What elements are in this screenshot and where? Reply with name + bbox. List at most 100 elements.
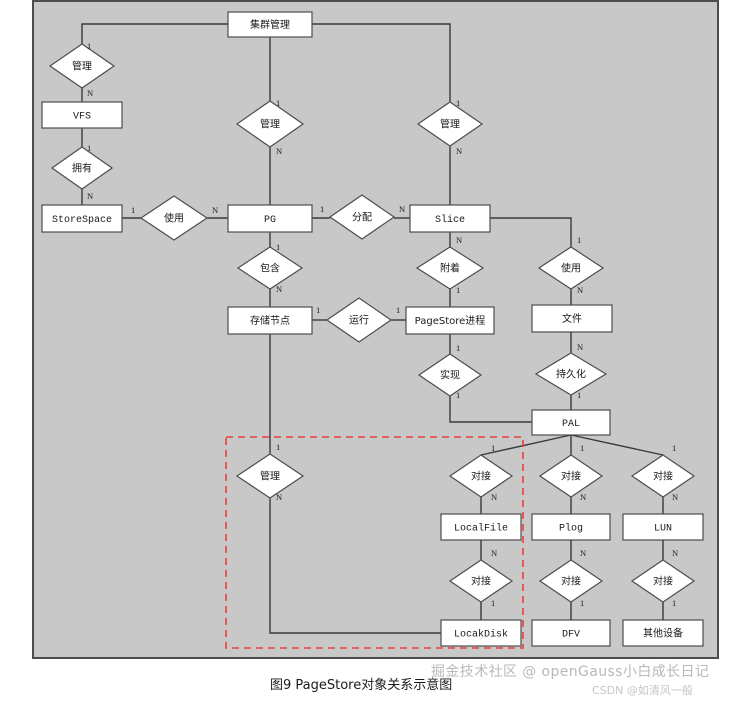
cardinality-card_persist_1: 1: [577, 390, 581, 400]
diamond-shape: [48, 43, 116, 89]
watermark-secondary: CSDN @如清风一般: [592, 684, 693, 697]
relationship-rel_dock_locakdisk[interactable]: 对接: [448, 559, 514, 603]
entity-dfv[interactable]: DFV: [531, 619, 611, 647]
entity-pg[interactable]: PG: [227, 204, 313, 233]
entity-storespace[interactable]: StoreSpace: [41, 204, 123, 233]
cardinality-card_dock_ld_1: 1: [491, 598, 495, 608]
relationship-rel_use_file[interactable]: 使用: [537, 246, 605, 290]
diamond-shape: [328, 194, 396, 240]
entity-label: PageStore进程: [415, 315, 486, 327]
entity-box: [440, 619, 522, 647]
entity-localfile[interactable]: LocalFile: [440, 513, 522, 541]
entity-box: [622, 513, 704, 541]
entity-other_device[interactable]: 其他设备: [622, 619, 704, 647]
relationship-rel_dock_plog[interactable]: 对接: [538, 454, 604, 498]
entity-box: [227, 11, 313, 38]
cardinality-card_own_1: 1: [87, 143, 91, 153]
entity-label: 集群管理: [250, 18, 290, 31]
relationship-rel_run[interactable]: 运行: [325, 297, 393, 343]
relationship-label: 对接: [471, 575, 491, 588]
cardinality-card_mgmt_ld_n: N: [276, 492, 282, 502]
relationship-rel_dock_localfile[interactable]: 对接: [448, 454, 514, 498]
relationship-rel_implement[interactable]: 实现: [417, 353, 483, 397]
cardinality-card_impl_1: 1: [456, 343, 460, 353]
entity-locakdisk[interactable]: LocakDisk: [440, 619, 522, 647]
relationship-rel_manage_locakdisk[interactable]: 管理: [235, 453, 305, 499]
entity-box: [409, 204, 491, 233]
entity-label: DFV: [562, 630, 580, 641]
cardinality-card_contain_1: 1: [276, 242, 280, 252]
entity-label: 文件: [562, 312, 582, 325]
figure-caption: 图9 PageStore对象关系示意图: [270, 678, 453, 693]
diamond-shape: [534, 352, 608, 396]
cardinality-card_mgmt_vfs_n: N: [87, 88, 93, 98]
entity-storage_node[interactable]: 存储节点: [227, 306, 313, 335]
relationship-label: 实现: [440, 369, 460, 382]
entity-box: [531, 304, 613, 333]
entity-pal[interactable]: PAL: [531, 409, 611, 436]
entity-slice[interactable]: Slice: [409, 204, 491, 233]
cardinality-card_mgmt_slice_1: 1: [456, 98, 460, 108]
relationship-rel_allocate[interactable]: 分配: [328, 194, 396, 240]
relationship-rel_dock_other[interactable]: 对接: [630, 559, 696, 603]
cardinality-card_dock_lun_1: 1: [672, 443, 676, 453]
relationship-label: 使用: [164, 212, 184, 225]
edge-manage-ld-to-locakdisk: [269, 498, 441, 634]
diamond-shape: [416, 101, 484, 147]
relationship-label: 分配: [352, 212, 372, 224]
relationship-rel_dock_dfv[interactable]: 对接: [538, 559, 604, 603]
relationship-rel_contain[interactable]: 包含: [236, 246, 304, 290]
relationship-rel_manage_slice[interactable]: 管理: [416, 101, 484, 147]
relationship-rel_attach[interactable]: 附着: [415, 246, 485, 290]
entity-box: [622, 619, 704, 647]
relationship-label: 附着: [440, 262, 460, 275]
diamond-shape: [538, 454, 604, 498]
diamond-shape: [236, 246, 304, 290]
relationship-rel_manage_pg[interactable]: 管理: [235, 100, 305, 148]
entity-cluster_mgmt[interactable]: 集群管理: [227, 11, 313, 38]
diamond-shape: [630, 454, 696, 498]
relationship-label: 管理: [72, 60, 92, 73]
relationship-diamonds: 管理拥有管理管理使用分配包含附着使用运行实现持久化管理对接对接对接对接对接对接: [48, 43, 696, 603]
relationship-label: 运行: [349, 314, 369, 327]
entity-pagestore_proc[interactable]: PageStore进程: [405, 306, 495, 335]
cardinality-card_use_pg_n: N: [212, 205, 218, 215]
entity-plog[interactable]: Plog: [531, 513, 611, 541]
entity-file[interactable]: 文件: [531, 304, 613, 333]
cardinality-card_dock_lf_n: N: [491, 492, 497, 502]
cardinality-card_mgmt_pg_n: N: [276, 146, 282, 156]
relationship-rel_dock_lun[interactable]: 对接: [630, 454, 696, 498]
cardinality-card_dock_dfv_n: N: [580, 548, 586, 558]
entity-box: [531, 513, 611, 541]
highlight-region: [225, 436, 524, 649]
cardinality-card_mgmt_slice_n: N: [456, 146, 462, 156]
diamond-shape: [235, 453, 305, 499]
entity-box: [41, 204, 123, 233]
relationship-rel_own[interactable]: 拥有: [50, 146, 114, 190]
cardinality-card_mgmt_pg_1: 1: [276, 98, 280, 108]
diamond-shape: [417, 353, 483, 397]
relationship-label: 拥有: [72, 162, 92, 175]
cardinality-card_persist_n: N: [577, 342, 583, 352]
entity-label: LUN: [654, 524, 672, 535]
relationship-label: 对接: [653, 575, 673, 588]
cardinality-card_dock_lf_1: 1: [491, 443, 495, 453]
edge-pal-to-dock-localfile: [480, 434, 572, 456]
entity-lun[interactable]: LUN: [622, 513, 704, 541]
relationship-label: 对接: [561, 575, 581, 588]
entity-vfs[interactable]: VFS: [41, 101, 123, 129]
relationship-rel_persist[interactable]: 持久化: [534, 352, 608, 396]
cardinality-card_dock_ld_n: N: [491, 548, 497, 558]
relationship-rel_use_pg[interactable]: 使用: [139, 195, 209, 241]
entity-label: Slice: [435, 214, 465, 226]
relationship-label: 管理: [260, 118, 280, 131]
cardinality-card_run_1: 1: [316, 305, 320, 315]
diamond-shape: [537, 246, 605, 290]
cardinality-card_impl_1b: 1: [456, 390, 460, 400]
cardinality-card_dock_plog_1: 1: [580, 443, 584, 453]
relationship-label: 管理: [440, 118, 460, 131]
relationship-rel_manage_vfs[interactable]: 管理: [48, 43, 116, 89]
